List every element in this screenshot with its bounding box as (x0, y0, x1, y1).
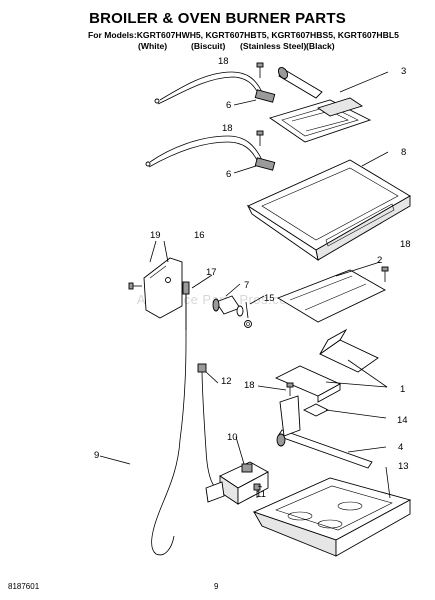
callout-18-right: 18 (400, 239, 411, 250)
igniter-bracket (143, 257, 183, 319)
leader-lines (99, 71, 391, 499)
callout-3: 3 (401, 66, 406, 77)
callout-14: 14 (397, 415, 408, 426)
wire-harness-upper (154, 71, 276, 105)
callout-6-upper: 6 (226, 100, 231, 111)
callout-15: 15 (264, 293, 275, 304)
callout-16: 16 (194, 230, 205, 241)
burner-bracket-lower (274, 365, 342, 403)
color-label-white: (White) (138, 41, 168, 51)
callout-19: 19 (150, 230, 161, 241)
callout-1: 1 (400, 384, 405, 395)
screw-18-upper (256, 62, 264, 78)
bracket-14 (302, 403, 330, 417)
heat-deflector (246, 159, 411, 262)
valve-fitting (212, 295, 244, 317)
burner-bracket-upper (319, 328, 379, 373)
callout-2: 2 (377, 255, 382, 266)
callout-11: 11 (256, 489, 266, 500)
color-label-biscuit: (Biscuit) (191, 41, 226, 51)
callout-13: 13 (398, 461, 409, 472)
igniter-lead (151, 281, 190, 556)
callout-17: 17 (206, 267, 217, 278)
broiler-burner (268, 66, 372, 143)
oven-burner (276, 395, 373, 469)
models-line: For Models:KGRT607HWH5, KGRT607HBT5, KGR… (88, 30, 399, 40)
doc-number: 8187601 (8, 582, 40, 591)
burner-box (252, 477, 412, 557)
callout-8: 8 (401, 147, 406, 158)
orifice-11 (253, 483, 261, 498)
callout-18-upper: 18 (218, 56, 229, 67)
burner-baffle (276, 269, 386, 323)
gas-tube (197, 363, 215, 487)
screw-18-lower (256, 130, 264, 146)
oven-valve (205, 461, 269, 505)
callout-10: 10 (227, 432, 238, 443)
callout-9: 9 (94, 450, 99, 461)
page-number: 9 (214, 582, 219, 591)
callout-12: 12 (221, 376, 232, 387)
wire-harness-lower (145, 135, 276, 171)
screw-19 (128, 282, 142, 290)
callout-18-lower: 18 (244, 380, 255, 391)
nut-15 (244, 320, 252, 328)
callout-4: 4 (398, 442, 403, 453)
screw-18-bracket (286, 382, 294, 396)
callout-6-lower: 6 (226, 169, 231, 180)
page-title: BROILER & OVEN BURNER PARTS (89, 10, 346, 27)
screw-18-baffle (381, 266, 389, 282)
color-label-stainless: (Stainless Steel) (240, 41, 307, 51)
color-label-black: (Black) (306, 41, 335, 51)
callout-7: 7 (244, 280, 249, 291)
callout-18-middle: 18 (222, 123, 233, 134)
